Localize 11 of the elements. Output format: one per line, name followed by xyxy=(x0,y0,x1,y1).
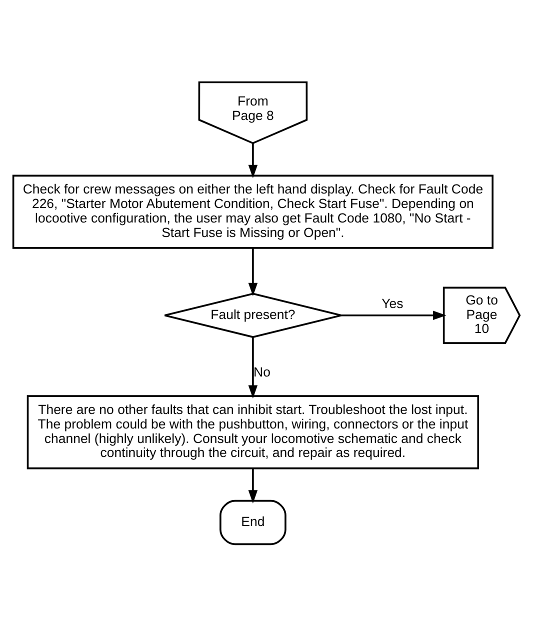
arrow xyxy=(248,142,258,178)
node-diamond: Fault present? xyxy=(164,292,342,338)
edge-label: No xyxy=(254,364,270,380)
node-box: Check for crew messages on either the left hand display. Check for Fault Code 226, "Starter Motor Abutement Condition, Check Start Fuse". Depending on locootive configuration, the user may also get Fault Code 1080, "No Start - Start Fuse is Missing or Open". xyxy=(12,174,494,248)
arrow xyxy=(341,310,446,320)
arrow xyxy=(248,248,258,296)
node-box: End xyxy=(220,499,286,545)
arrow xyxy=(248,337,258,398)
node-box: There are no other faults that can inhibit start. Troubleshoot the lost input. The problem could be with the pushbutton, wiring, connectors or the input channel (highly unlikely). Consult your locomotive schematic and check continuity through the circuit, and repair as required. xyxy=(26,394,480,469)
arrow xyxy=(248,468,258,503)
edge-label: Yes xyxy=(382,295,404,310)
